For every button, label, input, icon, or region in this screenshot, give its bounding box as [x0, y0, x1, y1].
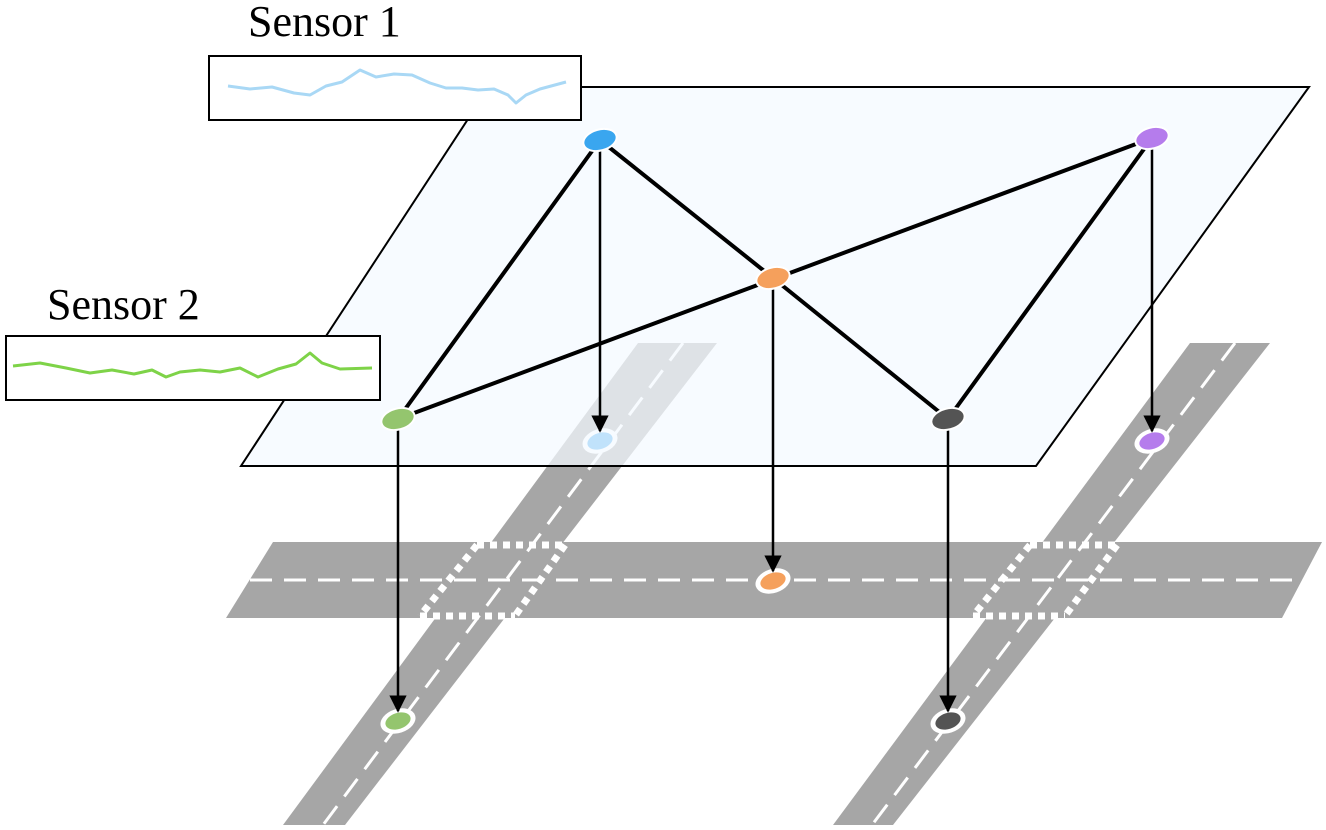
road-marker-dark — [930, 708, 966, 734]
road-marker-dot — [385, 712, 411, 730]
intersection-right-crosswalk — [970, 541, 1120, 620]
sensor-2-signal — [12, 351, 373, 379]
road-marker-dot — [760, 572, 786, 590]
edge-purple-dark — [946, 136, 1154, 421]
edge-blue-green — [396, 138, 602, 421]
projection-arrows — [389, 146, 1161, 713]
road-marker-purple — [1134, 428, 1170, 454]
sensor-1-signal — [227, 68, 567, 105]
graph-node-purple — [1134, 125, 1170, 151]
edge-blue-orange — [598, 138, 775, 280]
sensor-1-callout: Sensor 1 — [208, 0, 582, 121]
graph-node-blue — [582, 127, 618, 153]
intersection-left-crosswalk — [417, 541, 568, 620]
sensor-1-label: Sensor 1 — [248, 0, 401, 46]
road-marker-dot — [1139, 432, 1165, 450]
road-marker-green — [380, 708, 416, 734]
graph-node-dark — [930, 406, 966, 432]
graph-node-green — [380, 406, 416, 432]
sensor-2-label: Sensor 2 — [47, 280, 200, 329]
road-marker-dot — [935, 712, 961, 730]
sensor-2-callout: Sensor 2 — [5, 280, 381, 401]
graph-nodes — [380, 125, 1170, 432]
edge-orange-dark — [771, 276, 950, 421]
graph-node-orange — [755, 265, 791, 291]
road-marker-orange — [755, 568, 791, 594]
